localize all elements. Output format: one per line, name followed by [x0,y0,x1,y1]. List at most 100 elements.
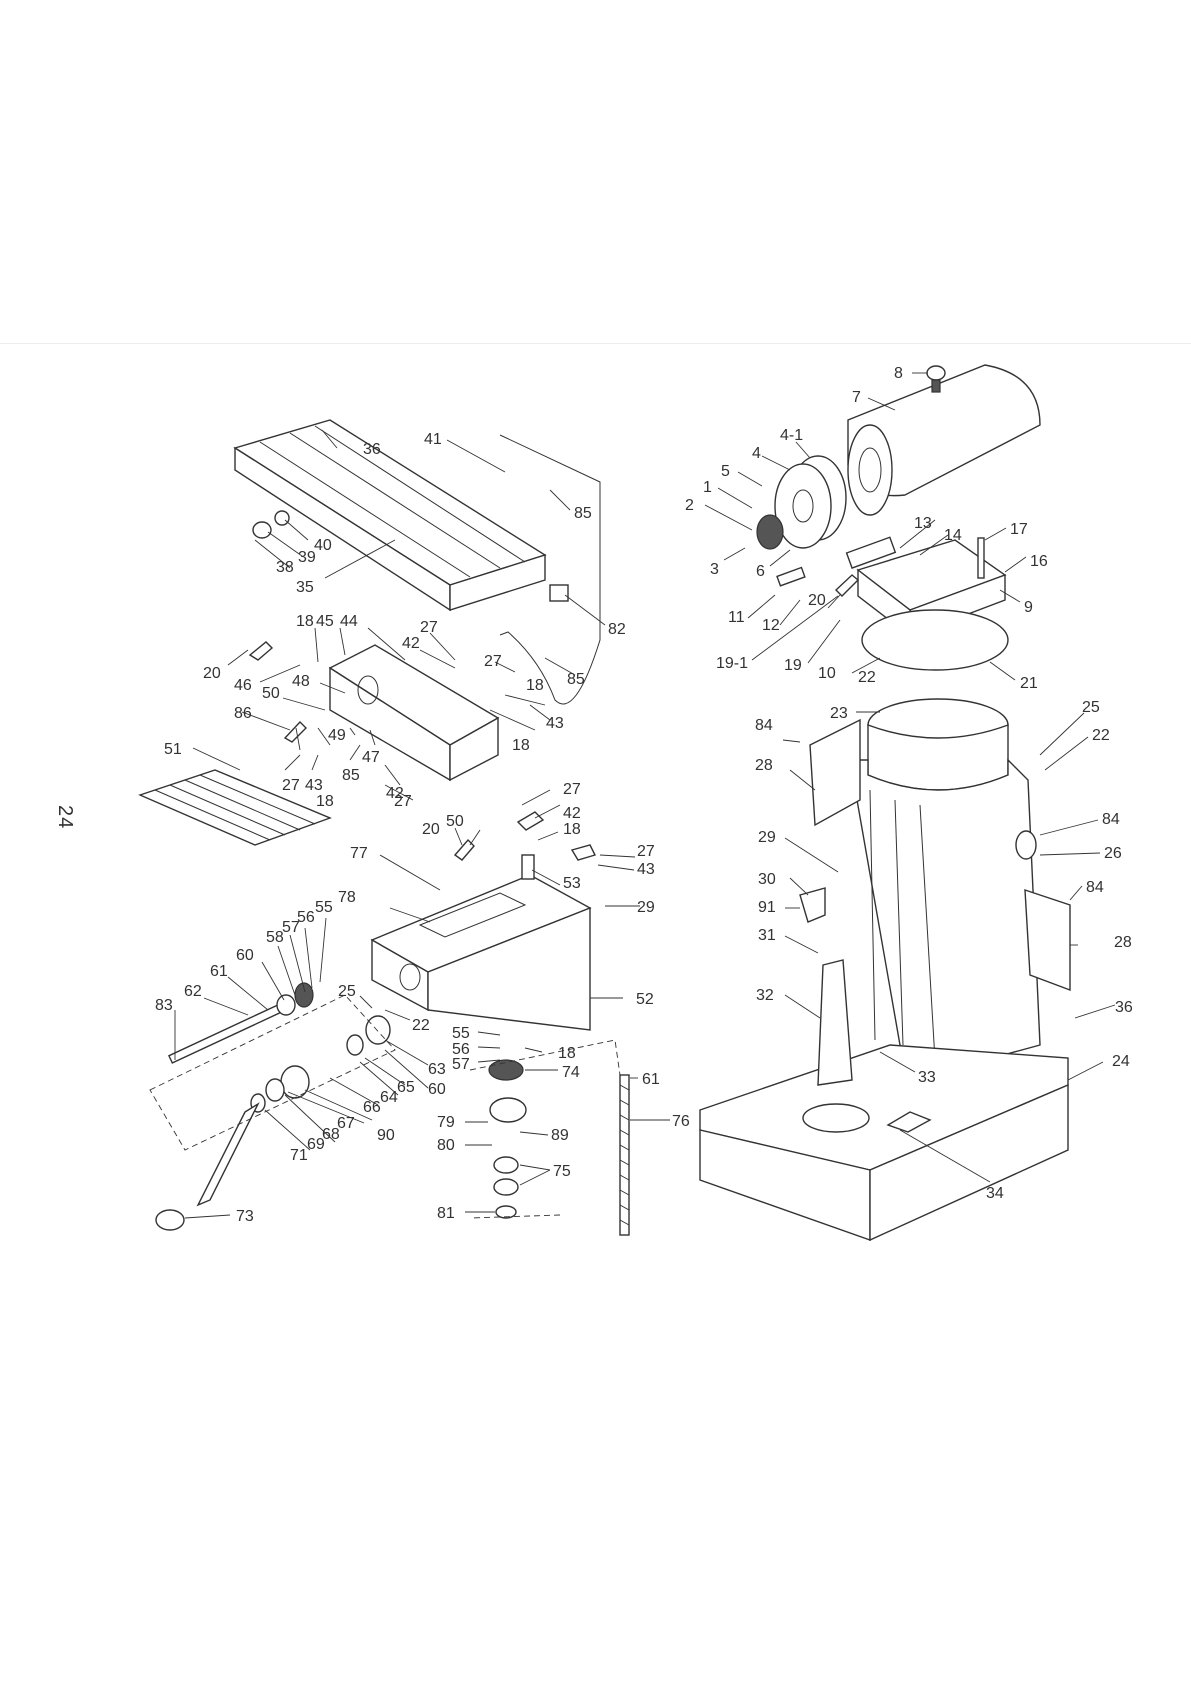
bearing-75a [493,1156,519,1174]
knee-assembly [370,811,597,1031]
callout-90: 90 [377,1127,395,1144]
feed-shaft-assembly-outline [149,994,396,1151]
callout-22-column: 22 [1092,727,1110,744]
table-collar [252,521,272,539]
washer-81 [495,1205,517,1219]
callout-4: 4 [752,445,761,462]
callout-27-f: 27 [637,843,655,860]
callout-46: 46 [234,677,252,694]
callout-44: 44 [340,613,358,630]
callout-11: 11 [728,609,745,626]
swivel-base-plate [861,609,1009,671]
callout-19-1: 19-1 [716,655,748,672]
callout-23: 23 [830,705,848,722]
pin-assembly [776,566,806,587]
bushing [799,887,826,923]
callout-16: 16 [1030,553,1048,570]
column-rib-2 [894,799,904,1046]
callout-18-b: 18 [526,677,544,694]
elevating-screw-assembly [469,1039,630,1236]
callout-26: 26 [1104,845,1122,862]
callout-18-a: 18 [296,613,314,630]
callout-57-b: 57 [452,1056,470,1073]
lifting-eye-bolt [926,365,946,381]
callout-45: 45 [316,613,334,630]
callout-42-b: 42 [386,785,404,802]
callout-43-b: 43 [305,777,323,794]
elevating-post-base [802,1103,870,1133]
callout-55-a: 55 [315,899,333,916]
callout-18-d: 18 [316,793,334,810]
callout-65: 65 [397,1079,415,1096]
callout-28-b: 28 [1114,934,1132,951]
callout-86: 86 [234,705,252,722]
callout-43-c: 43 [637,861,655,878]
callout-35: 35 [296,579,314,596]
leadscrew-shaft [168,1004,282,1064]
callout-78: 78 [338,889,356,906]
chip-guard-sheet [499,434,601,705]
table-t-slot-2 [289,432,501,569]
callout-50-saddle: 50 [262,685,280,702]
lock-lever-head [834,574,860,597]
saddle-assembly [138,641,500,846]
callout-27-b: 27 [484,653,502,670]
callout-84-b: 84 [1102,811,1120,828]
callout-19: 19 [784,657,802,674]
callout-20-head: 20 [808,592,826,609]
callout-73: 73 [236,1208,254,1225]
bellows-fold-2 [169,784,286,836]
callout-55-b: 55 [452,1025,470,1042]
stud-bolt [977,537,985,579]
callout-48: 48 [292,673,310,690]
callout-10: 10 [818,665,836,682]
callout-62: 62 [184,983,202,1000]
elevating-post [817,959,853,1086]
saddle-end [449,716,499,782]
head-assembly [756,364,1041,671]
nut-79 [489,1097,527,1123]
callout-27-e: 27 [563,781,581,798]
callout-61-b: 61 [642,1071,660,1088]
callout-17: 17 [1010,521,1028,538]
callout-58: 58 [266,929,284,946]
callout-27-a: 27 [420,619,438,636]
elevating-screw [619,1074,630,1236]
gib-plate-2 [570,844,597,861]
callout-2: 2 [685,497,694,514]
callout-22-knee: 22 [412,1017,430,1034]
work-table-assembly [233,419,601,705]
callout-56-b: 56 [452,1041,470,1058]
callout-36-base: 36 [1115,999,1133,1016]
side-cover-plate-lower [1024,889,1071,992]
washer-64 [346,1034,364,1056]
page-fold-line [0,343,1191,344]
callout-76: 76 [672,1113,690,1130]
callout-7: 7 [852,389,861,406]
callout-77: 77 [350,845,368,862]
callout-63: 63 [428,1061,446,1078]
callout-42-a: 42 [402,635,420,652]
saddle-lock-lever-2 [283,720,307,743]
gib-plate [516,811,545,831]
callout-25-knee: 25 [338,983,356,1000]
bellows-fold-3 [184,779,301,831]
table-end-face [449,554,546,611]
lifting-eye-thread [931,379,941,393]
callout-43-a: 43 [546,715,564,732]
motor-flange-bore [858,447,882,493]
callout-9: 9 [1024,599,1033,616]
callout-41: 41 [424,431,442,448]
machine-base-side [869,1083,1069,1242]
callout-32: 32 [756,987,774,1004]
bearing-60 [276,994,296,1016]
callout-8: 8 [894,365,903,382]
callout-57-a: 57 [282,919,300,936]
callout-18-c: 18 [512,737,530,754]
callout-91: 91 [758,899,776,916]
callout-75: 75 [553,1163,571,1180]
column-rib-1 [869,789,876,1041]
knee-post [521,854,535,880]
callout-68: 68 [322,1126,340,1143]
